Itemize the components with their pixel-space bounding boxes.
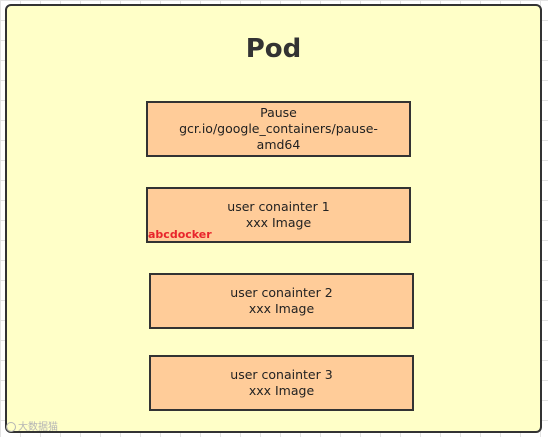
pause-container-name: Pause: [260, 105, 297, 120]
user-container-1-box: user conainter 1 xxx Image: [146, 187, 411, 243]
user-container-2-image: xxx Image: [248, 301, 315, 316]
user-container-3-image: xxx Image: [248, 383, 315, 398]
pause-container-image: gcr.io/google_containers/pause-: [179, 121, 378, 136]
watermark-logo-icon: [6, 422, 16, 432]
pause-container-box: Pause gcr.io/google_containers/pause- am…: [146, 101, 411, 157]
user-container-1-image: xxx Image: [245, 215, 312, 230]
user-container-2-box: user conainter 2 xxx Image: [149, 273, 414, 329]
user-container-2-name: user conainter 2: [230, 285, 333, 300]
user-container-3-name: user conainter 3: [230, 367, 333, 382]
abcdocker-watermark: abcdocker: [148, 228, 212, 241]
user-container-3-box: user conainter 3 xxx Image: [149, 355, 414, 411]
corner-watermark: 大数据猫: [6, 418, 58, 433]
pod-title: Pod: [245, 34, 302, 64]
user-container-1-name: user conainter 1: [227, 199, 330, 214]
corner-watermark-text: 大数据猫: [18, 422, 58, 433]
pause-container-image-cont: amd64: [256, 137, 301, 152]
